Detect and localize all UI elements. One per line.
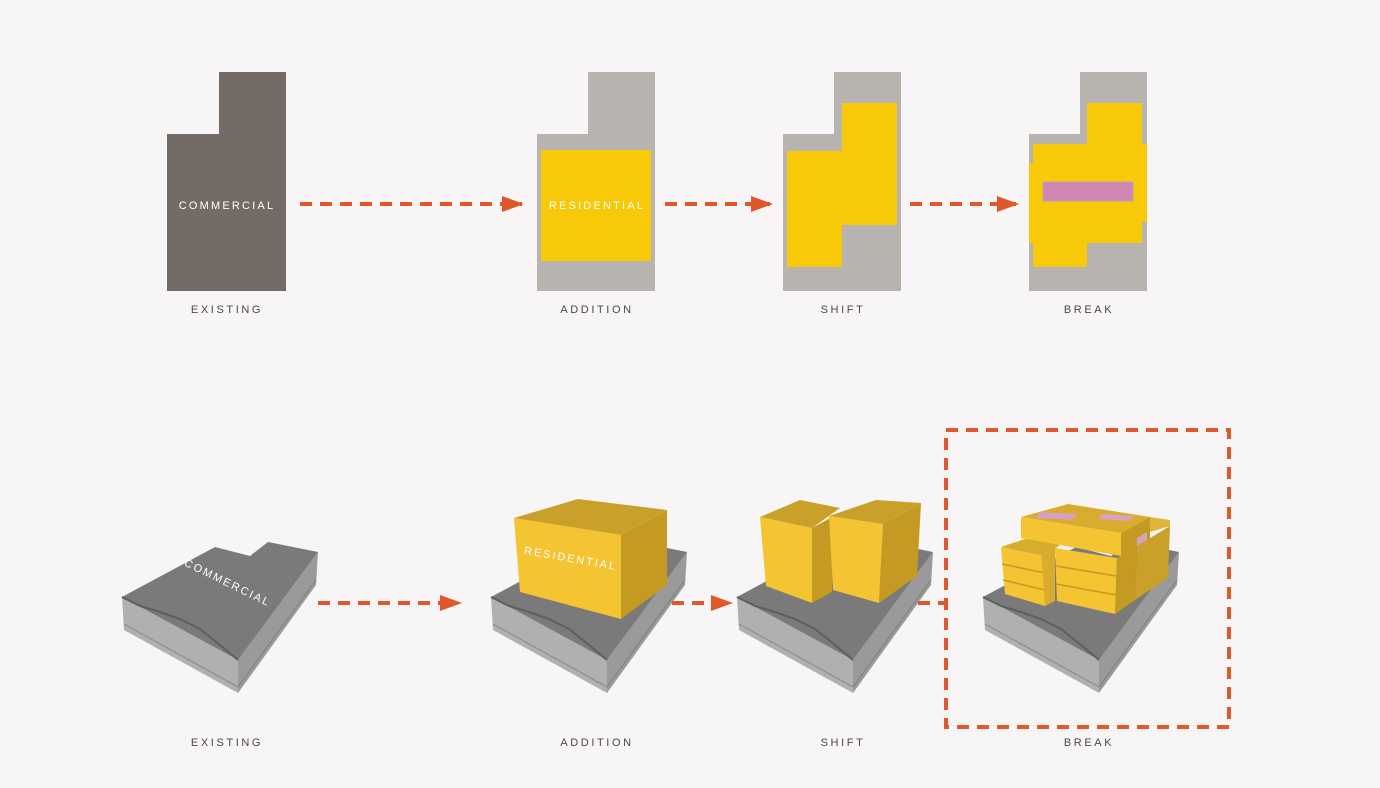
plan-break bbox=[1029, 72, 1147, 291]
plan-addition: RESIDENTIAL bbox=[537, 72, 655, 291]
caption-massing-break: BREAK bbox=[1063, 737, 1115, 749]
addition-block-top bbox=[514, 499, 667, 535]
existing-footprint bbox=[167, 72, 286, 291]
caption-plan-shift: SHIFT bbox=[820, 304, 866, 316]
addition-block-side bbox=[621, 510, 667, 619]
massing-break bbox=[982, 504, 1179, 693]
arrowhead-icon bbox=[711, 595, 733, 611]
plan-addition-label: RESIDENTIAL bbox=[549, 200, 645, 212]
break-highlight-frame bbox=[944, 428, 1231, 729]
massing-addition: RESIDENTIAL bbox=[490, 499, 687, 693]
massing-shift bbox=[736, 500, 933, 693]
existing-roof bbox=[122, 542, 318, 660]
arrowhead-icon bbox=[440, 595, 462, 611]
massing-existing: COMMERCIAL bbox=[121, 542, 318, 693]
arrowhead-icon bbox=[502, 196, 524, 212]
break-roof bbox=[1021, 504, 1150, 533]
break-stack-front bbox=[1055, 548, 1117, 614]
caption-plan-addition: ADDITION bbox=[560, 304, 634, 316]
shift-residential-block bbox=[787, 103, 897, 267]
arrowhead-icon bbox=[751, 196, 773, 212]
shift-tower-left-front bbox=[760, 517, 812, 603]
caption-massing-existing: EXISTING bbox=[190, 737, 264, 749]
existing-base-front bbox=[122, 597, 238, 693]
plan-shift bbox=[783, 72, 901, 291]
caption-massing-addition: ADDITION bbox=[560, 737, 634, 749]
break-void-pink bbox=[1042, 181, 1134, 202]
plan-existing: COMMERCIAL bbox=[167, 72, 286, 291]
plan-existing-label: COMMERCIAL bbox=[179, 200, 276, 212]
break-void-pink bbox=[1036, 512, 1078, 520]
caption-plan-break: BREAK bbox=[1063, 304, 1115, 316]
shift-tower-right-front bbox=[829, 516, 883, 603]
addition-residential-block bbox=[541, 150, 651, 261]
arrowhead-icon bbox=[997, 196, 1019, 212]
caption-plan-existing: EXISTING bbox=[190, 304, 264, 316]
existing-base-side bbox=[238, 552, 318, 693]
addition-block-front bbox=[514, 518, 621, 619]
caption-massing-shift: SHIFT bbox=[820, 737, 866, 749]
